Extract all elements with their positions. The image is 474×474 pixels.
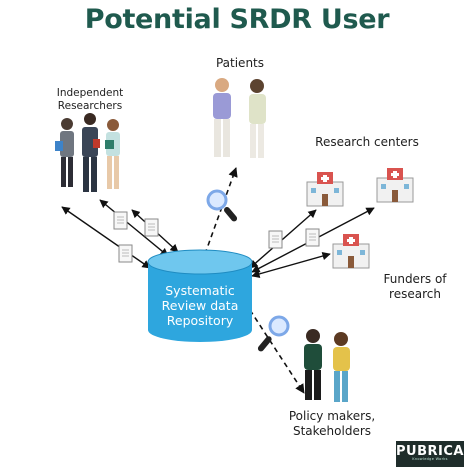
research-center-building <box>306 172 344 207</box>
funders-label: Funders of research <box>383 272 447 301</box>
research-center-building <box>332 234 370 269</box>
hub-label: Systematic Review data Repository <box>161 283 239 328</box>
magnifier-icon <box>206 189 238 222</box>
independent-researchers-label: Independent Researchers <box>56 87 124 112</box>
patients-label: Patients <box>215 56 265 70</box>
page-title: Potential SRDR User <box>84 4 390 35</box>
policy-makers-label: Policy makers, Stakeholders <box>288 409 376 438</box>
research-center-building <box>376 168 414 203</box>
researchers-illustration <box>55 113 120 192</box>
policy-arrow <box>249 309 305 394</box>
repository-database <box>147 249 253 342</box>
brand-logo: PUBRICA Knowledge Works <box>396 441 464 467</box>
policy-makers-illustration <box>304 329 350 402</box>
research-centers-label: Research centers <box>315 135 419 149</box>
magnifier-icon <box>257 315 290 352</box>
document-icon <box>113 211 320 263</box>
patients-illustration <box>213 78 266 158</box>
patients-arrow <box>204 167 238 255</box>
